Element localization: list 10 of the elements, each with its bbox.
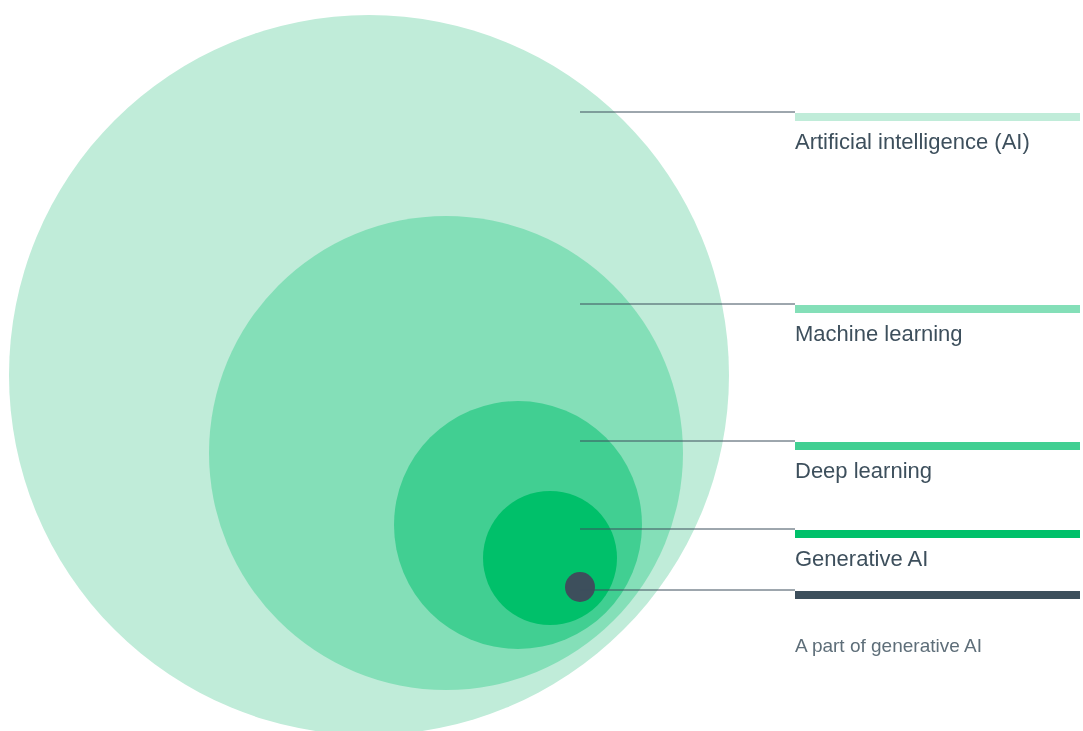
category-label: Generative AI	[795, 546, 929, 572]
category-label: Machine learning	[795, 321, 963, 347]
leader-line	[579, 303, 796, 305]
leader-line	[579, 528, 796, 530]
dot	[565, 572, 595, 602]
category-label: Artificial intelligence (AI)	[795, 129, 1030, 155]
leader-line	[579, 440, 796, 442]
category-label: Deep learning	[795, 458, 932, 484]
description-text: A part of generative AI	[795, 635, 982, 657]
leader-line	[579, 111, 796, 113]
